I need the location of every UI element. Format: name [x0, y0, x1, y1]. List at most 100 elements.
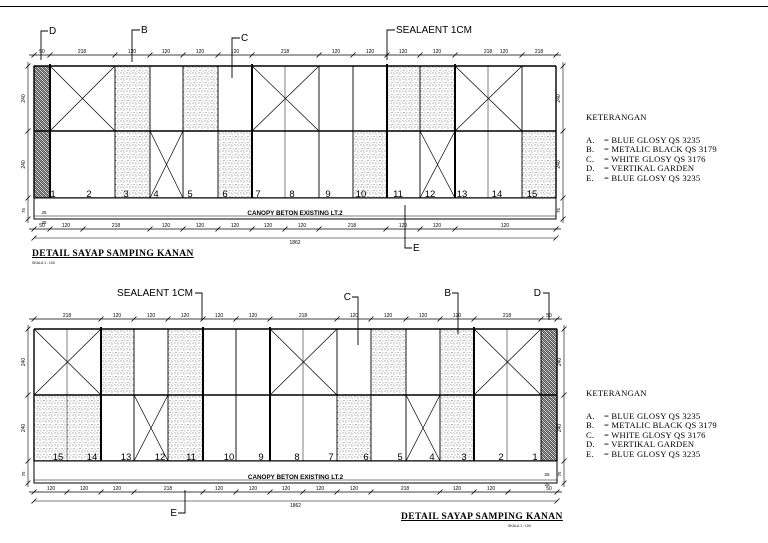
dimension-value-top: 120: [215, 313, 224, 319]
legend-item-c: C.= WHITE GLOSY QS 3176: [586, 153, 706, 164]
dimension-value-top: 218: [299, 313, 308, 319]
dimension-tick: [31, 498, 37, 504]
dimension-small: 25: [41, 210, 47, 215]
dimension-value-bottom: 120: [231, 223, 240, 229]
dimension-value-bottom: 120: [316, 486, 325, 492]
dimension-tick: [452, 226, 458, 232]
dimension-tick: [98, 489, 104, 495]
metallic-panel: [387, 66, 420, 131]
panel-number: 14: [87, 452, 98, 463]
dimension-value-bottom: 120: [501, 223, 510, 229]
dimension-value-bottom: 120: [433, 223, 442, 229]
glass-diagonal: [49, 65, 116, 132]
dimension-value-top: 218: [503, 313, 512, 319]
dimension-height-upper: 240: [21, 358, 27, 367]
dimension-value-bottom: 120: [162, 223, 171, 229]
panel-number: 5: [397, 452, 402, 463]
dimension-tick: [147, 226, 153, 232]
dimension-value-top: 120: [113, 313, 122, 319]
dimension-tick: [554, 316, 560, 322]
dimension-value-top: 218: [281, 49, 290, 55]
vertical-garden-panel: [33, 130, 51, 199]
dimension-tick: [437, 489, 443, 495]
dimension-tick: [131, 316, 137, 322]
metallic-panel: [353, 131, 387, 198]
dimension-tick: [560, 128, 566, 134]
dimension-value-top: 120: [196, 49, 205, 55]
panel-number: 2: [498, 452, 503, 463]
dimension-tick: [147, 52, 153, 58]
dimension-tick: [561, 458, 567, 464]
dimension-tick: [560, 195, 566, 201]
dimension-tick: [31, 226, 37, 232]
dimension-tick: [505, 489, 511, 495]
legend-heading: KETERANGAN: [586, 388, 647, 398]
dimension-tick: [25, 195, 31, 201]
dimension-tick: [350, 52, 356, 58]
dimension-tick: [334, 489, 340, 495]
dimension-value-top: 120: [433, 49, 442, 55]
dimension-tick: [98, 316, 104, 322]
dimension-tick: [200, 489, 206, 495]
legend-item-e: E.= BLUE GLOSY QS 3235: [586, 448, 701, 459]
dimension-tick: [267, 316, 273, 322]
vertical-garden-panel: [33, 65, 51, 132]
dimension-small: 25: [544, 472, 550, 477]
panel-number: 9: [258, 452, 263, 463]
dimension-value-bottom: 120: [196, 223, 205, 229]
panel-number: 10: [224, 452, 235, 463]
panel-number: 1: [50, 189, 55, 200]
panel-number: 14: [492, 189, 503, 200]
dimension-value-top: 120: [453, 313, 462, 319]
metallic-panel: [420, 66, 455, 131]
dimension-value-top: 120: [332, 49, 341, 55]
canopy-label: CANOPY BETON EXISTING LT.2: [247, 210, 343, 217]
panel-number: 12: [155, 452, 166, 463]
panel-number: 6: [363, 452, 368, 463]
metallic-panel: [168, 395, 203, 461]
dimension-tick: [437, 316, 443, 322]
panel-number: 15: [527, 189, 538, 200]
metallic-panel: [522, 131, 556, 198]
glass-diagonal: [251, 65, 320, 132]
canopy-slab: [33, 460, 558, 484]
dimension-value-bottom: 120: [62, 223, 71, 229]
dimension-tick: [25, 392, 31, 398]
dimension-tick: [383, 226, 389, 232]
dimension-tick: [560, 216, 566, 222]
dimension-tick: [25, 63, 31, 69]
dimension-value-top: 120: [162, 49, 171, 55]
dimension-value-bottom: 120: [298, 223, 307, 229]
dimension-tick: [368, 489, 374, 495]
metallic-panel: [218, 131, 252, 198]
dimension-value-top: 120: [384, 313, 393, 319]
vertical-garden-panel: [540, 394, 558, 462]
legend-heading: KETERANGAN: [586, 112, 647, 122]
panel-number: 13: [457, 189, 468, 200]
panel-number: 11: [393, 189, 403, 200]
panel-number: 7: [255, 189, 260, 200]
dimension-tick: [215, 52, 221, 58]
dimension-canopy-height: 75: [557, 471, 562, 477]
dimension-height-upper: 240: [556, 94, 562, 103]
dimension-tick: [554, 489, 560, 495]
glass-diagonal: [473, 328, 542, 396]
dimension-tick: [403, 316, 409, 322]
dimension-value-bottom: 218: [401, 486, 410, 492]
dimension-value-bottom: 120: [80, 486, 89, 492]
metallic-panel: [115, 131, 150, 198]
dimension-height-upper: 240: [557, 358, 563, 367]
dimension-tick: [180, 226, 186, 232]
dimension-tick: [233, 489, 239, 495]
dimension-tick: [417, 226, 423, 232]
dimension-tick: [233, 316, 239, 322]
dimension-value-bottom: 120: [113, 486, 122, 492]
dimension-tick: [282, 226, 288, 232]
legend-panel-1: KETERANGAN A.= BLUE GLOSY QS 3235 B.= ME…: [586, 112, 717, 184]
drawing-title-2: DETAIL SAYAP SAMPING KANAN: [401, 512, 563, 522]
tag-e: E: [170, 508, 177, 519]
tag-c: C: [344, 292, 351, 303]
dimension-tick: [131, 489, 137, 495]
